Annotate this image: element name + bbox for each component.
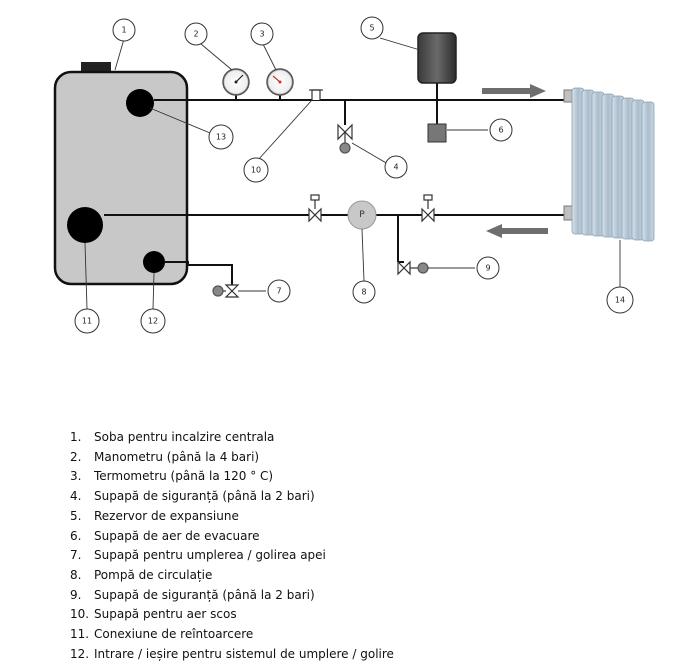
legend-item-text: Conexiune de reîntoarcere xyxy=(94,627,254,642)
legend-item-text: Soba pentru incalzire centrala xyxy=(94,430,275,444)
manometer-gauge xyxy=(222,68,250,96)
radiator xyxy=(563,87,655,242)
legend-item: 5. Rezervor de expansiune xyxy=(70,507,394,527)
legend-item-number: 4. xyxy=(70,489,82,504)
legend-item-text: Supapă de siguranță (până la 2 bari) xyxy=(94,587,315,602)
callout-1: 1 xyxy=(112,18,136,42)
legend-item: 10. Supapă pentru aer scos xyxy=(70,605,394,625)
callout-6: 6 xyxy=(489,118,513,142)
svg-text:6: 6 xyxy=(498,126,503,135)
exhaust-air-valve xyxy=(427,123,447,143)
svg-text:10: 10 xyxy=(251,166,261,175)
callout-11: 11 xyxy=(74,308,100,334)
legend-item-text: Supapă de siguranță (până la 2 bari) xyxy=(94,489,315,504)
legend-item: 12. Intrare / ieșire pentru sistemul de u… xyxy=(70,645,394,664)
safety-valve-supply-icon xyxy=(337,123,353,154)
legend-item-text: Intrare / ieșire pentru sistemul de umpl… xyxy=(94,646,394,661)
callout-7: 7 xyxy=(267,279,291,303)
legend-item-text: Supapă pentru umplerea / golirea apei xyxy=(94,548,326,563)
legend-item-number: 6. xyxy=(70,528,82,543)
svg-text:1: 1 xyxy=(121,26,126,35)
pump-label: P xyxy=(359,210,365,220)
legend-list: 1. Soba pentru incalzire centrala 2. Manome… xyxy=(70,428,394,664)
legend-item-text: Manometru (până la 4 bari) xyxy=(94,449,260,464)
heating-system-diagram: P 1 2 xyxy=(53,16,655,334)
callout-13: 13 xyxy=(208,124,234,150)
svg-text:2: 2 xyxy=(193,30,198,39)
legend-item-text: Rezervor de expansiune xyxy=(94,508,239,523)
callout-3: 3 xyxy=(250,22,274,46)
legend-item-number: 1. xyxy=(70,430,82,444)
fill-drain-valve-icon xyxy=(212,284,240,298)
svg-text:4: 4 xyxy=(393,163,398,172)
legend-item-text: Pompă de circulație xyxy=(94,567,213,582)
circulation-pump: P xyxy=(347,200,377,230)
legend-item: 7. Supapă pentru umplerea / golirea apei xyxy=(70,546,394,566)
legend-item-number: 5. xyxy=(70,508,82,523)
return-connection xyxy=(67,207,103,243)
callout-10: 10 xyxy=(243,157,269,183)
legend-item-number: 3. xyxy=(70,469,82,484)
callout-9: 9 xyxy=(476,256,500,280)
thermometer-gauge xyxy=(266,68,294,96)
legend-item-number: 9. xyxy=(70,587,82,602)
legend-item: 6. Supapă de aer de evacuare xyxy=(70,527,394,547)
return-valve-left-icon xyxy=(308,194,322,223)
legend-item-number: 12. xyxy=(70,646,90,661)
air-release-valve-icon xyxy=(309,89,323,100)
svg-text:8: 8 xyxy=(361,288,366,297)
svg-text:3: 3 xyxy=(259,30,264,39)
return-valve-right-icon xyxy=(421,194,435,223)
flow-arrow-left xyxy=(486,224,548,238)
legend-item: 9. Supapă de siguranță (până la 2 bari) xyxy=(70,586,394,606)
legend-item-number: 11. xyxy=(70,627,90,642)
legend-item-text: Termometru (până la 120 ° C) xyxy=(94,469,274,484)
callout-8: 8 xyxy=(352,280,376,304)
radiator-section xyxy=(641,101,655,242)
legend-item: 8. Pompă de circulație xyxy=(70,566,394,586)
svg-text:11: 11 xyxy=(82,317,92,326)
svg-text:12: 12 xyxy=(148,317,158,326)
legend-item-text: Supapă pentru aer scos xyxy=(94,607,237,622)
legend-item: 3. Termometru (până la 120 ° C) xyxy=(70,467,394,487)
boiler xyxy=(53,62,189,286)
expansion-tank xyxy=(417,32,457,84)
legend-item: 2. Manometru (până la 4 bari) xyxy=(70,448,394,468)
svg-text:5: 5 xyxy=(369,24,374,33)
callout-5: 5 xyxy=(360,16,384,40)
callout-12: 12 xyxy=(140,308,166,334)
legend-item-text: Supapă de aer de evacuare xyxy=(94,528,260,543)
callout-4: 4 xyxy=(384,155,408,179)
legend-item-number: 10. xyxy=(70,607,90,622)
svg-text:13: 13 xyxy=(216,133,226,142)
legend-item-number: 2. xyxy=(70,449,82,464)
svg-text:7: 7 xyxy=(276,287,281,296)
callout-14: 14 xyxy=(606,286,634,314)
leader-lines xyxy=(84,37,621,310)
svg-text:14: 14 xyxy=(615,296,625,305)
safety-valve-return-icon xyxy=(397,260,429,276)
svg-text:9: 9 xyxy=(485,264,490,273)
fill-drain-connection xyxy=(143,251,165,273)
legend-item: 4. Supapă de siguranță (până la 2 bari) xyxy=(70,487,394,507)
callout-2: 2 xyxy=(184,22,208,46)
legend-item-number: 8. xyxy=(70,567,82,582)
supply-connection xyxy=(126,89,154,117)
pipes xyxy=(104,82,566,285)
legend-item: 11. Conexiune de reîntoarcere xyxy=(70,625,394,645)
flow-arrow-right xyxy=(482,84,546,98)
legend-item: 1. Soba pentru incalzire centrala xyxy=(70,428,394,448)
legend-item-number: 7. xyxy=(70,548,82,563)
